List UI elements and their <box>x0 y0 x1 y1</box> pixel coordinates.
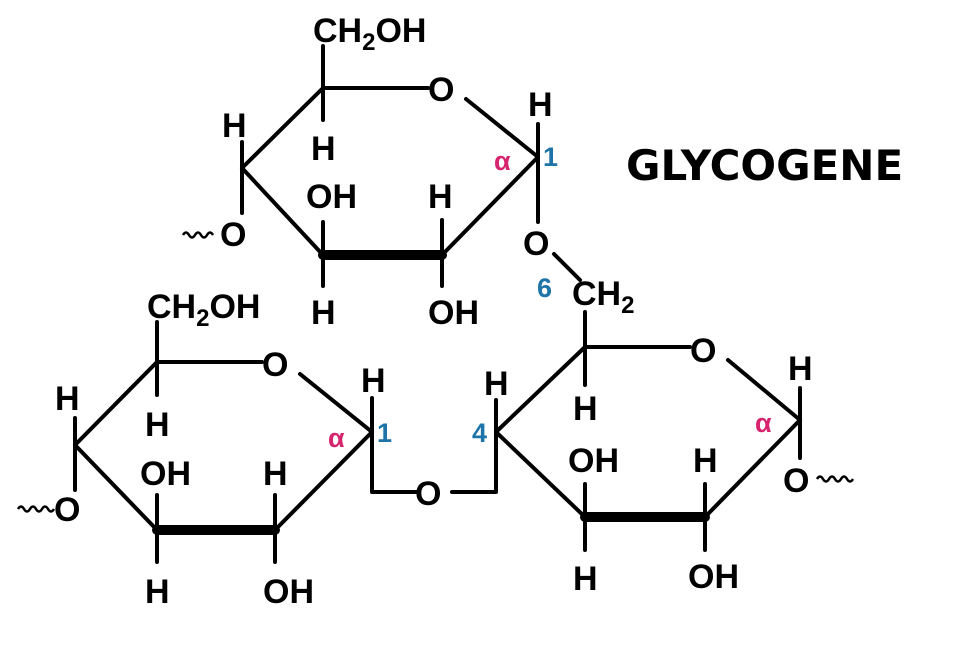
hydrogen: H <box>573 560 598 598</box>
carbon-number-6: 6 <box>537 273 552 303</box>
hydrogen: H <box>145 406 170 444</box>
hydrogen: H <box>788 350 813 388</box>
linkage-oxygen: O <box>783 462 809 500</box>
carbon-number-1: 1 <box>377 418 392 448</box>
hydrogen: H <box>428 178 453 216</box>
bond <box>370 430 418 494</box>
hydrogen: H <box>145 573 170 611</box>
bond <box>726 358 802 422</box>
hydroxyl: OH <box>688 558 739 596</box>
hydrogen: H <box>55 380 80 418</box>
bond <box>73 360 159 447</box>
ch2-group: CH2 <box>572 275 634 319</box>
hydrogen: H <box>693 442 718 480</box>
glycosidic-oxygen: O <box>415 475 441 513</box>
wavy-bond <box>16 505 56 513</box>
hydrogen: H <box>361 362 386 400</box>
hydrogen: H <box>263 455 288 493</box>
hydrogen: H <box>311 130 336 168</box>
linkage-oxygen: O <box>54 491 80 529</box>
hydrogen: H <box>528 86 553 124</box>
hydroxyl: OH <box>140 455 191 493</box>
bond <box>703 418 802 519</box>
bond <box>240 166 325 257</box>
ch2oh-bottom: CH2OH <box>147 288 260 332</box>
bond <box>240 86 325 170</box>
linkage-oxygen: O <box>220 216 246 254</box>
bond <box>273 430 374 532</box>
bond <box>440 155 540 257</box>
bond <box>450 430 498 494</box>
bond <box>464 97 540 159</box>
ring-bottom-right: O H H H OH H O H OH α <box>484 310 855 598</box>
ch2oh-top: CH2OH <box>313 12 426 56</box>
hydroxyl: OH <box>306 178 357 216</box>
linkage-1-6: O 6 CH2 <box>523 225 634 319</box>
hydrogen: H <box>484 365 509 403</box>
carbon-number-4: 4 <box>472 418 487 448</box>
alpha-label: α <box>755 408 772 438</box>
hydroxyl: OH <box>568 442 619 480</box>
alpha-label: α <box>494 146 511 176</box>
diagram-title: GLYCOGENE <box>626 141 903 190</box>
ring-oxygen: O <box>428 71 454 109</box>
bond <box>298 372 374 434</box>
bond <box>494 430 587 519</box>
wavy-bond <box>181 231 215 239</box>
alpha-label: α <box>328 423 345 453</box>
bond <box>552 252 582 282</box>
hydrogen: H <box>573 390 598 428</box>
bond <box>73 443 159 532</box>
hydrogen: H <box>222 107 247 145</box>
ring-bottom-left: CH2OH O H H H OH H O O H OH α 1 4 <box>16 288 498 611</box>
hydroxyl: OH <box>263 573 314 611</box>
ring-oxygen: O <box>690 332 716 370</box>
bond <box>494 345 587 434</box>
wavy-bond <box>815 475 855 483</box>
hydrogen: H <box>311 294 336 332</box>
carbon-number-1: 1 <box>543 142 558 172</box>
hydroxyl: OH <box>428 294 479 332</box>
linkage-oxygen: O <box>523 225 549 263</box>
ring-oxygen: O <box>262 346 288 384</box>
ring-top: CH2OH O H H H OH H O H OH α 1 <box>181 12 558 332</box>
